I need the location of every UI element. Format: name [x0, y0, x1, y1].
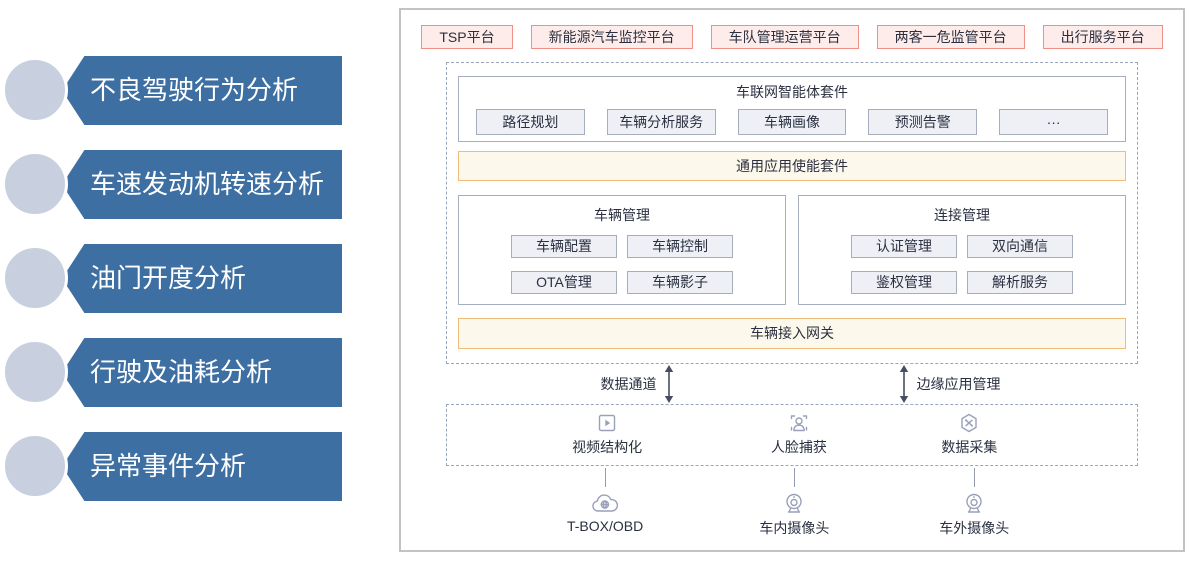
devices-row: T-BOX/OBD 车内摄像头 车外摄像头 — [401, 489, 1183, 551]
data-channel-label: 数据通道 — [600, 376, 657, 392]
platform-node-nev-monitor: 新能源汽车监控平台 — [530, 25, 693, 49]
bullet-circle — [2, 245, 68, 311]
chip-bidirectional-comm: 双向通信 — [967, 235, 1073, 258]
vehicle-access-gateway-bar: 车辆接入网关 — [458, 318, 1126, 349]
edge-service-label: 人脸捕获 — [770, 439, 827, 455]
connector-line — [794, 468, 796, 487]
edge-app-mgmt-label: 边缘应用管理 — [916, 376, 1001, 392]
camera-icon — [966, 493, 982, 513]
double-arrow-icon — [899, 365, 908, 403]
double-arrow-icon — [665, 365, 674, 403]
agent-suite-chips: 路径规划 车辆分析服务 车辆画像 预测告警 ··· — [476, 109, 1108, 135]
cloud-core-container: 车联网智能体套件 路径规划 车辆分析服务 车辆画像 预测告警 ··· 通用应用使… — [446, 62, 1138, 364]
device-label: 车内摄像头 — [759, 520, 830, 536]
menu-item-abnormal-event: 异常事件分析 — [0, 432, 390, 501]
ribbon-banner: 异常事件分析 — [62, 432, 342, 501]
agent-suite-title: 车联网智能体套件 — [736, 84, 848, 100]
menu-item-bad-driving: 不良驾驶行为分析 — [0, 56, 390, 125]
platform-node-travel-service: 出行服务平台 — [1042, 25, 1163, 49]
face-capture-icon — [790, 415, 808, 432]
edge-service-video: 视频结构化 — [572, 411, 642, 457]
menu-item-throttle: 油门开度分析 — [0, 244, 390, 313]
ribbon-banner: 行驶及油耗分析 — [62, 338, 342, 407]
chip-auth-mgmt: 认证管理 — [851, 235, 957, 258]
menu-item-speed-rpm: 车速发动机转速分析 — [0, 150, 390, 219]
chip-authz-mgmt: 鉴权管理 — [851, 271, 957, 294]
edge-app-mgmt-group: 边缘应用管理 — [898, 365, 1001, 403]
chip-vehicle-config: 车辆配置 — [511, 235, 617, 258]
platforms-row: TSP平台 新能源汽车监控平台 车队管理运营平台 两客一危监管平台 出行服务平台 — [401, 25, 1183, 49]
bullet-circle — [2, 433, 68, 499]
data-collection-icon — [961, 413, 978, 433]
platform-node-fleet-ops: 车队管理运营平台 — [710, 25, 859, 49]
chip-ellipsis: ··· — [999, 109, 1108, 135]
data-channel-group: 数据通道 — [600, 365, 675, 403]
connection-mgmt-box: 连接管理 认证管理 双向通信 鉴权管理 解析服务 — [798, 195, 1126, 305]
architecture-panel: TSP平台 新能源汽车监控平台 车队管理运营平台 两客一危监管平台 出行服务平台… — [399, 8, 1185, 552]
agent-suite-box: 车联网智能体套件 路径规划 车辆分析服务 车辆画像 预测告警 ··· — [458, 76, 1126, 142]
bullet-circle — [2, 151, 68, 217]
connector-line — [974, 468, 976, 487]
cloud-tbox-icon — [592, 494, 619, 512]
platform-node-tsp: TSP平台 — [421, 25, 513, 49]
video-structuring-icon — [598, 414, 616, 432]
channel-arrows-row: 数据通道 边缘应用管理 — [401, 364, 1183, 404]
device-label: T-BOX/OBD — [566, 518, 644, 534]
ribbon-banner: 不良驾驶行为分析 — [62, 56, 342, 125]
platform-node-supervision: 两客一危监管平台 — [876, 25, 1025, 49]
edge-services-container: 视频结构化 人脸捕获 数据采集 — [446, 404, 1138, 466]
edge-service-label: 数据采集 — [941, 439, 998, 455]
management-row: 车辆管理 车辆配置 车辆控制 OTA管理 车辆影子 连接管理 认证管理 双向通信… — [458, 195, 1126, 305]
ribbon-banner: 车速发动机转速分析 — [62, 150, 342, 219]
connection-mgmt-title: 连接管理 — [934, 207, 990, 223]
chip-ota-mgmt: OTA管理 — [511, 271, 617, 294]
chip-predict-alarm: 预测告警 — [868, 109, 978, 135]
bullet-circle — [2, 339, 68, 405]
chip-vehicle-profile: 车辆画像 — [737, 109, 847, 135]
ribbon-banner: 油门开度分析 — [62, 244, 342, 313]
chip-parse-service: 解析服务 — [967, 271, 1073, 294]
connector-line — [605, 468, 607, 487]
vehicle-mgmt-title: 车辆管理 — [594, 207, 650, 223]
chip-path-planning: 路径规划 — [476, 109, 585, 135]
device-tbox-obd: T-BOX/OBD — [567, 491, 643, 534]
device-interior-camera: 车内摄像头 — [759, 491, 829, 538]
edge-service-face-capture: 人脸捕获 — [771, 411, 827, 457]
menu-item-fuel: 行驶及油耗分析 — [0, 338, 390, 407]
chip-vehicle-control: 车辆控制 — [627, 235, 733, 258]
enable-suite-bar: 通用应用使能套件 — [458, 151, 1126, 181]
chip-vehicle-analysis: 车辆分析服务 — [606, 109, 716, 135]
connection-mgmt-grid: 认证管理 双向通信 鉴权管理 解析服务 — [851, 235, 1073, 294]
bullet-circle — [2, 57, 68, 123]
device-connectors — [401, 466, 1183, 489]
vehicle-mgmt-grid: 车辆配置 车辆控制 OTA管理 车辆影子 — [511, 235, 733, 294]
device-label: 车外摄像头 — [939, 520, 1010, 536]
edge-service-label: 视频结构化 — [572, 439, 643, 455]
chip-vehicle-shadow: 车辆影子 — [627, 271, 733, 294]
vehicle-mgmt-box: 车辆管理 车辆配置 车辆控制 OTA管理 车辆影子 — [458, 195, 786, 305]
edge-service-data-collection: 数据采集 — [941, 411, 997, 457]
device-exterior-camera: 车外摄像头 — [939, 491, 1009, 538]
camera-icon — [786, 493, 803, 513]
